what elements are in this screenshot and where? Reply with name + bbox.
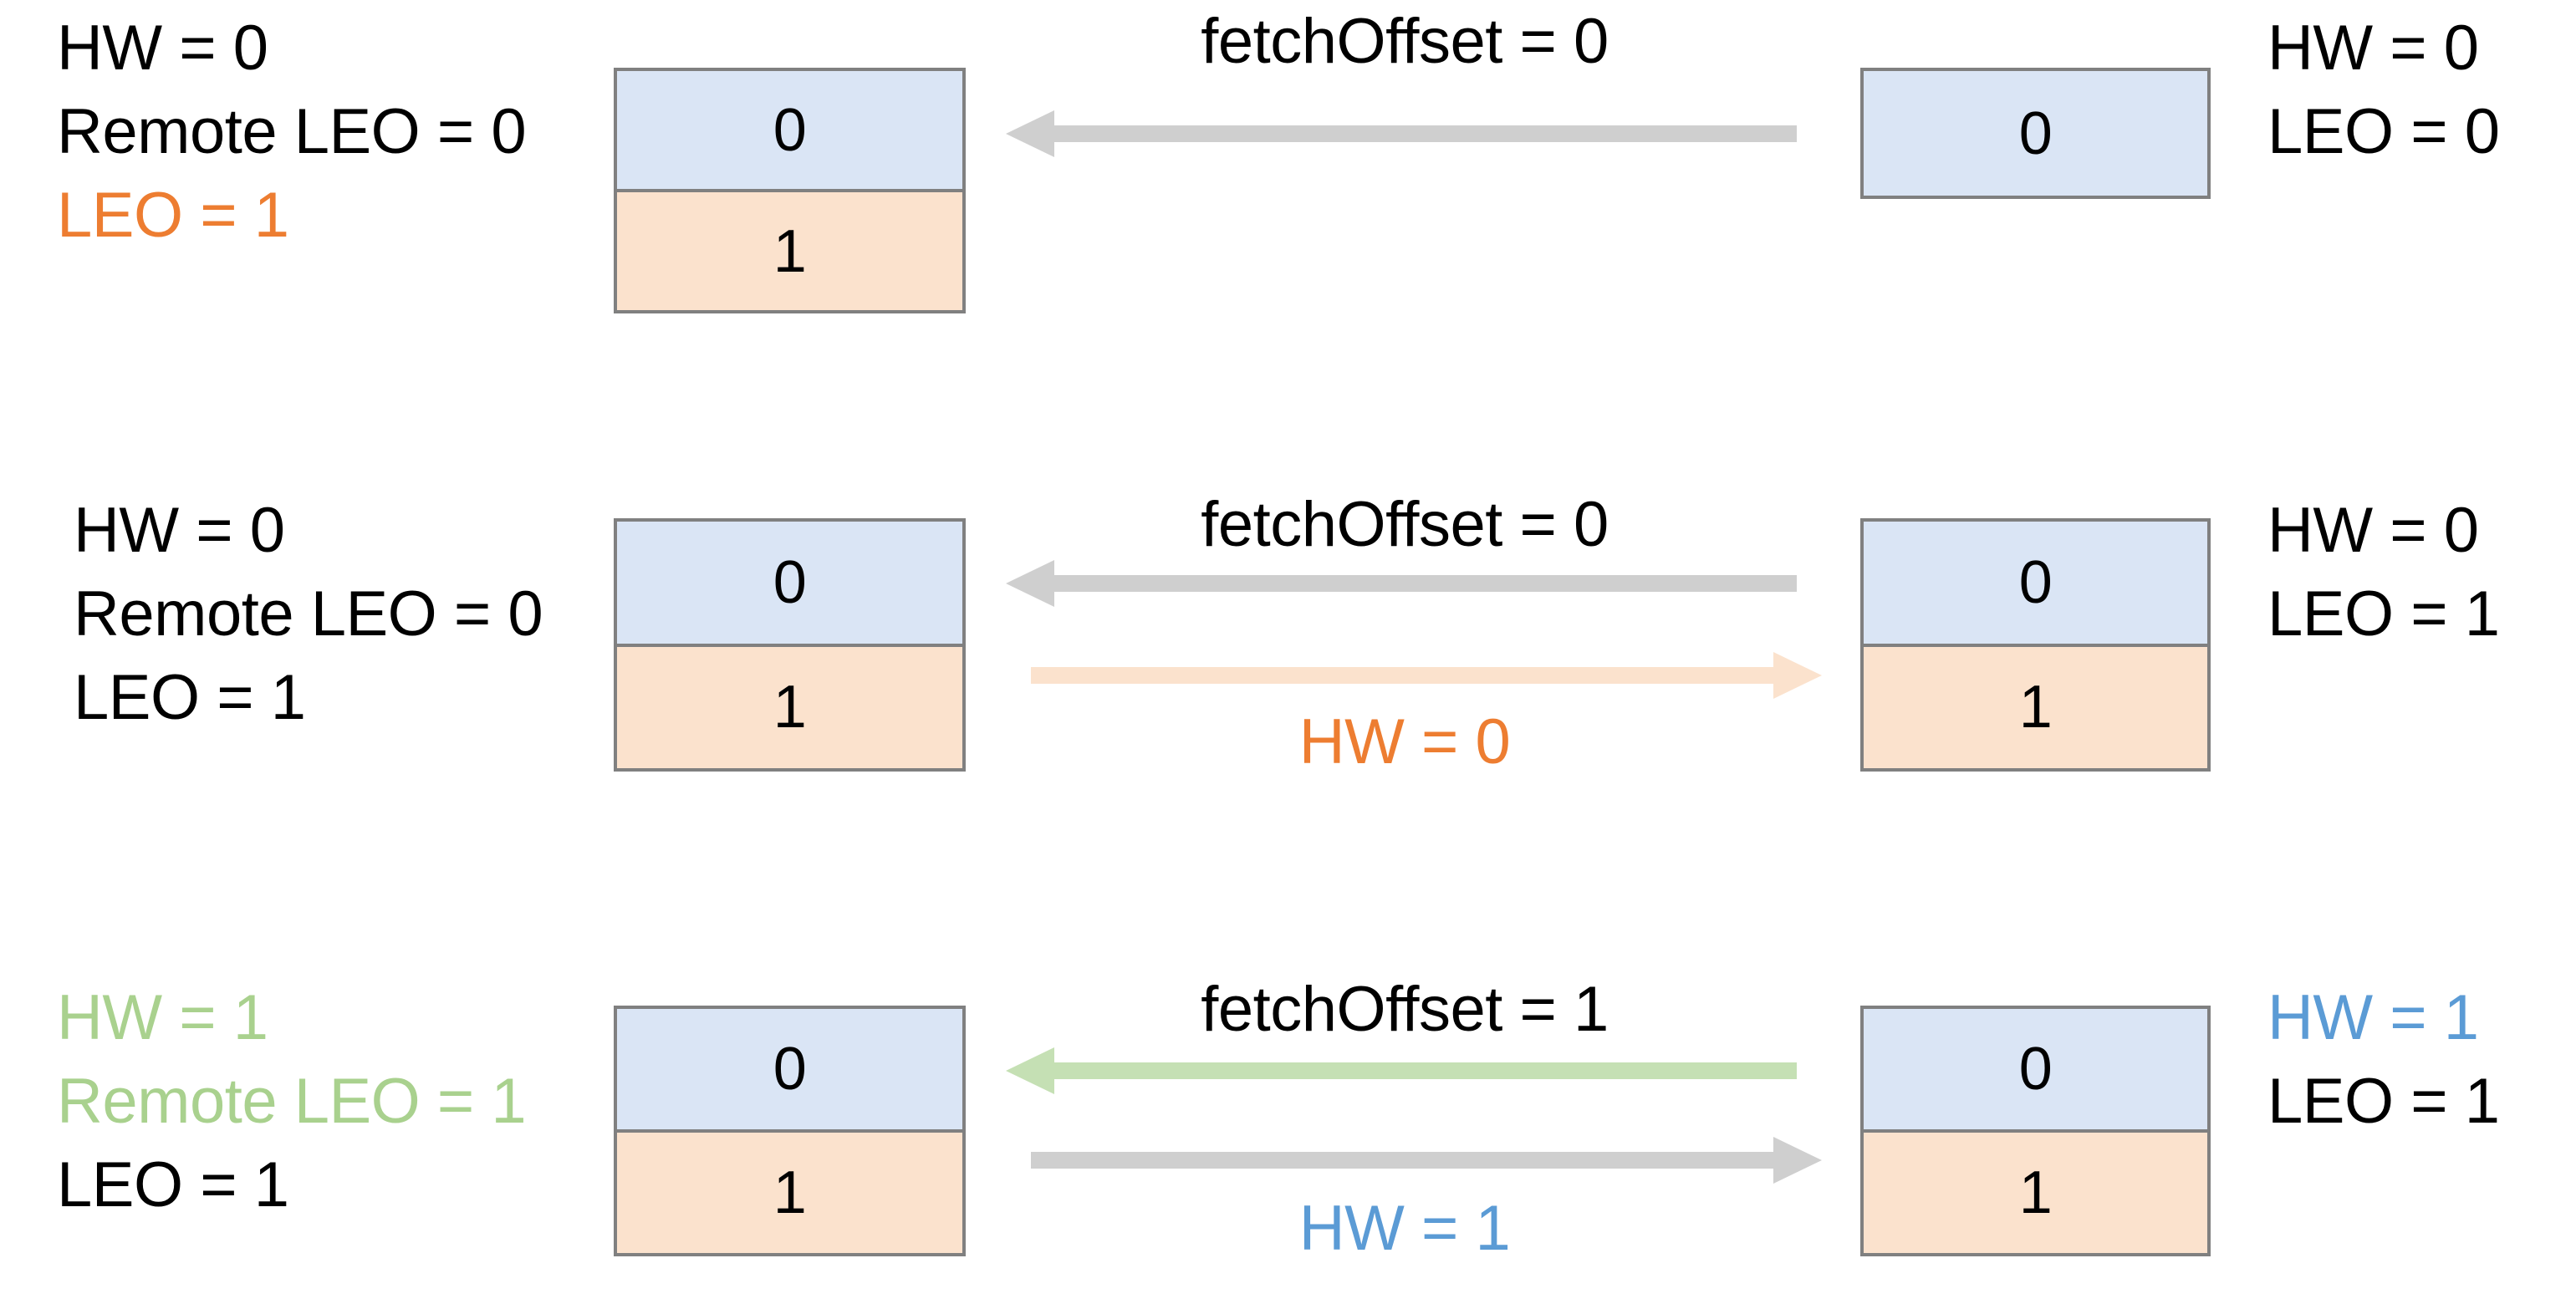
row-1-left-label-0: HW = 0 [57, 13, 268, 84]
row-3-left-labels: HW = 1 Remote LEO = 1 LEO = 1 [57, 976, 527, 1227]
row-1-right-cell-0: 0 [1864, 71, 2207, 196]
row-2-left-label-0: HW = 0 [74, 495, 285, 566]
row-3-right-log-box: 0 1 [1860, 1006, 2211, 1256]
row-2-left-label-2: LEO = 1 [74, 662, 306, 733]
row-2-right-label-0: HW = 0 [2267, 495, 2479, 566]
row-3-fetch-request-arrow [1006, 1047, 1797, 1094]
row-2-right-log-box: 0 1 [1860, 518, 2211, 772]
row-3-left-log-box: 0 1 [614, 1006, 966, 1256]
row-2-right-labels: HW = 0 LEO = 1 [2267, 489, 2500, 656]
row-2-arrow-1-caption: HW = 0 [1298, 706, 1511, 777]
row-2-right-cell-0: 0 [1864, 522, 2207, 644]
row-1-left-cell-1: 1 [617, 189, 962, 310]
row-2-arrow-0-caption: fetchOffset = 0 [1201, 489, 1609, 560]
row-3-fetch-response-arrow [1031, 1137, 1822, 1184]
row-1-right-label-1: LEO = 0 [2267, 96, 2500, 167]
row-3-arrow-0-caption: fetchOffset = 1 [1201, 974, 1609, 1045]
row-3-left-cell-1: 1 [617, 1129, 962, 1253]
row-1-left-label-1: Remote LEO = 0 [57, 96, 527, 167]
row-3-right-cell-1: 1 [1864, 1129, 2207, 1253]
row-1-right-labels: HW = 0 LEO = 0 [2267, 7, 2500, 174]
row-2-right-cell-1: 1 [1864, 643, 2207, 768]
row-3-right-label-1: LEO = 1 [2267, 1066, 2500, 1137]
row-3-left-label-0: HW = 1 [57, 982, 268, 1053]
row-2-left-log-box: 0 1 [614, 518, 966, 772]
row-1-left-labels: HW = 0 Remote LEO = 0 LEO = 1 [57, 7, 527, 257]
row-3-left-label-1: Remote LEO = 1 [57, 1066, 527, 1137]
row-2-left-cell-0: 0 [617, 522, 962, 644]
row-1-arrow-0-caption: fetchOffset = 0 [1201, 6, 1609, 77]
row-1-left-log-box: 0 1 [614, 68, 966, 313]
row-3-right-label-0: HW = 1 [2267, 982, 2479, 1053]
row-1-fetch-request-arrow [1006, 110, 1797, 157]
row-2-left-cell-1: 1 [617, 643, 962, 768]
row-3-left-label-2: LEO = 1 [57, 1149, 289, 1220]
row-1-right-log-box: 0 [1860, 68, 2211, 199]
row-2-fetch-response-arrow [1031, 652, 1822, 699]
row-3-left-cell-0: 0 [617, 1009, 962, 1129]
row-2-fetch-request-arrow [1006, 560, 1797, 607]
row-1-left-label-2: LEO = 1 [57, 180, 289, 251]
row-3-right-labels: HW = 1 LEO = 1 [2267, 976, 2500, 1144]
row-2-right-label-1: LEO = 1 [2267, 578, 2500, 649]
row-1-left-cell-0: 0 [617, 71, 962, 189]
row-2-left-label-1: Remote LEO = 0 [74, 578, 543, 649]
row-3-right-cell-0: 0 [1864, 1009, 2207, 1129]
row-2-left-labels: HW = 0 Remote LEO = 0 LEO = 1 [74, 489, 543, 740]
row-1-right-label-0: HW = 0 [2267, 13, 2479, 84]
row-3-arrow-1-caption: HW = 1 [1298, 1193, 1511, 1264]
